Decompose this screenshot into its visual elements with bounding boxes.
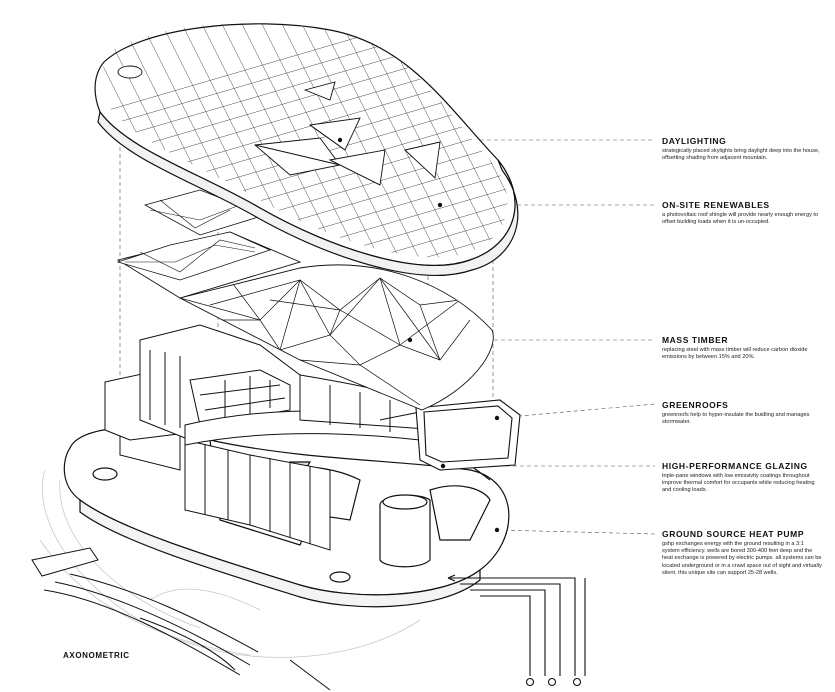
note-high-performance-glazing: HIGH-PERFORMANCE GLAZING triple-pane win… — [662, 461, 822, 495]
note-title: GROUND SOURCE HEAT PUMP — [662, 529, 805, 539]
note-on-site-renewables: ON-SITE RENEWABLES a photovoltaic roof s… — [662, 200, 822, 226]
note-title: GREENROOFS — [662, 400, 729, 410]
note-mass-timber: MASS TIMBER replacing steel with mass ti… — [662, 335, 822, 361]
note-daylighting: DAYLIGHTING strategically placed skyligh… — [662, 136, 822, 162]
note-title: ON-SITE RENEWABLES — [662, 200, 770, 210]
note-greenroofs: GREENROOFS greenroofs help to hyper-insu… — [662, 400, 822, 426]
roof-skylights — [253, 81, 441, 186]
view-label: AXONOMETRIC — [63, 651, 130, 660]
landscape-lines — [31, 547, 331, 691]
greenroof-tray — [415, 399, 521, 471]
note-text: gshp exchanges energy with the ground re… — [662, 541, 822, 576]
note-text: replacing steel with mass timber will re… — [662, 347, 808, 361]
note-text: strategically placed skylights bring day… — [662, 148, 820, 162]
note-ground-source-heat-pump: GROUND SOURCE HEAT PUMP gshp exchanges e… — [662, 529, 822, 577]
note-text: greenroofs help to hyper-insulate the bu… — [662, 412, 810, 426]
note-title: MASS TIMBER — [662, 335, 729, 345]
note-title: HIGH-PERFORMANCE GLAZING — [662, 461, 808, 471]
heat-pump-wells — [447, 574, 586, 687]
note-text: a photovoltaic roof shingle will provide… — [662, 212, 819, 226]
note-text: triple-pane windows with low emissivity … — [662, 473, 815, 494]
callout-dots — [337, 137, 500, 533]
note-title: DAYLIGHTING — [662, 136, 727, 146]
